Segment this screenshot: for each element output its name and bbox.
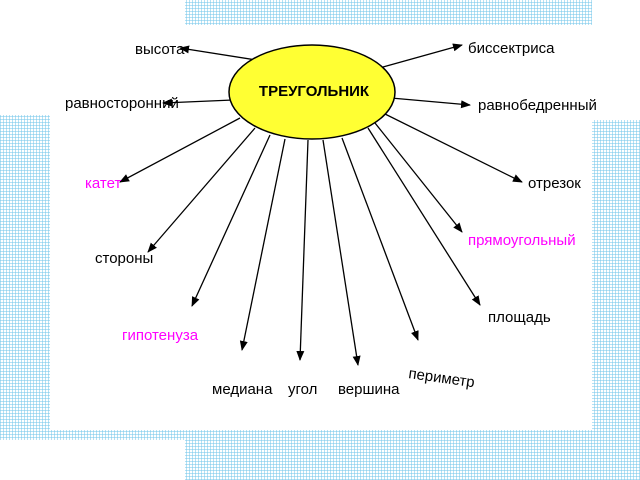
arrow-vershina: [322, 139, 361, 366]
arrow-ugol: [296, 139, 309, 361]
term-label-vysota: высота: [135, 41, 185, 58]
term-label-storony: стороны: [95, 250, 153, 267]
term-label-bissektrisa: биссектриса: [468, 40, 555, 57]
arrow-otrezok: [382, 112, 523, 183]
arrows-group: [119, 43, 523, 366]
background-corner: [0, 440, 185, 480]
arrow-katet: [119, 117, 241, 183]
term-label-ravnobedrenniy: равнобедренный: [478, 97, 597, 114]
arrow-ravnostoronniy: [162, 98, 234, 107]
arrow-ravnobedrenniy: [390, 97, 471, 109]
arrow-vysota: [179, 45, 257, 61]
arrow-storony: [147, 127, 256, 253]
arrow-pryamougolniy: [374, 122, 463, 233]
term-label-ploshchad: площадь: [488, 309, 551, 326]
central-ellipse: [228, 44, 396, 140]
arrow-ploshchad: [367, 127, 481, 306]
term-label-ravnostoronniy: равносторонний: [65, 95, 179, 112]
term-label-mediana: медиана: [212, 381, 273, 398]
arrow-mediana: [239, 138, 286, 351]
term-label-pryamougolniy: прямоугольный: [468, 232, 576, 249]
term-label-otrezok: отрезок: [528, 175, 581, 192]
term-label-katet: катет: [85, 175, 121, 192]
arrow-gipotenuza: [191, 134, 271, 307]
term-label-vershina: вершина: [338, 381, 400, 398]
term-label-perimetr: периметр: [407, 365, 475, 391]
central-label: ТРЕУГОЛЬНИК: [259, 83, 370, 100]
term-label-ugol: угол: [288, 381, 317, 398]
arrow-perimetr: [341, 137, 419, 341]
background-corner: [592, 0, 640, 120]
term-label-gipotenuza: гипотенуза: [122, 327, 199, 344]
arrow-bissektrisa: [382, 43, 463, 68]
